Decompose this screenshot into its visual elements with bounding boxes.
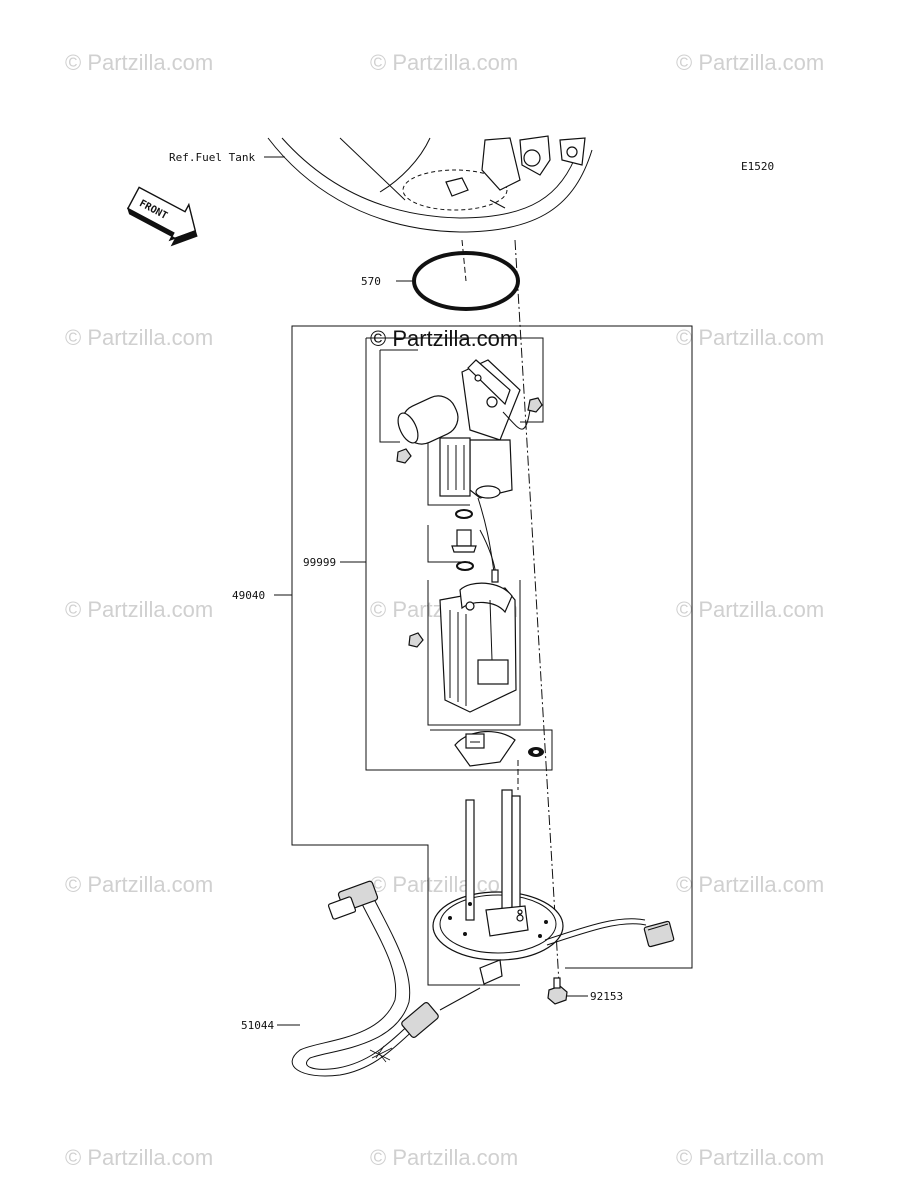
callout-bolt: 92153	[590, 990, 623, 1003]
watermark: © Partzilla.com	[370, 1145, 518, 1170]
gasket-ring	[412, 251, 520, 311]
check-valve	[451, 529, 477, 553]
nut-icon	[527, 397, 543, 413]
watermark: © Partzilla.com	[676, 872, 824, 897]
watermark: © Partzilla.com	[65, 597, 213, 622]
fuel-pump-body	[439, 582, 517, 713]
watermark: © Partzilla.com	[676, 325, 824, 350]
watermark: © Partzilla.com	[65, 325, 213, 350]
callout-fuel-tank: Ref.Fuel Tank	[169, 151, 255, 164]
watermark: © Partzilla.com	[65, 50, 213, 75]
nut-icon	[408, 632, 424, 648]
watermark-layer: © Partzilla.com © Partzilla.com © Partzi…	[65, 50, 824, 1170]
callout-gasket: 570	[361, 275, 381, 288]
wire-connector	[491, 569, 499, 583]
fuel-strainer	[454, 730, 516, 767]
o-ring-lower	[456, 561, 474, 571]
callout-sub-assembly: 99999	[303, 556, 336, 569]
watermark: © Partzilla.com	[370, 50, 518, 75]
fuel-hose	[291, 880, 439, 1077]
bracket-99999	[365, 337, 553, 771]
center-watermark: © Partzilla.com	[370, 326, 518, 351]
fuel-tank-reference	[267, 135, 593, 233]
watermark: © Partzilla.com	[676, 597, 824, 622]
o-ring-upper	[455, 509, 473, 519]
nut-icon	[396, 448, 412, 464]
bracket-49040	[291, 325, 693, 986]
watermark: © Partzilla.com	[676, 50, 824, 75]
watermark: © Partzilla.com	[676, 1145, 824, 1170]
diagram-ref-code: E1520	[741, 160, 774, 173]
pressure-regulator-assembly	[397, 359, 531, 581]
callout-pump-assembly: 49040	[232, 589, 265, 602]
watermark: © Partzilla.com	[65, 1145, 213, 1170]
washer-icon	[528, 747, 544, 757]
callout-hose: 51044	[241, 1019, 274, 1032]
pump-mounting-flange	[432, 789, 564, 985]
watermark: © Partzilla.com	[65, 872, 213, 897]
bolt-icon	[547, 977, 568, 1005]
wire-harness	[544, 918, 675, 948]
front-arrow-icon: FRONT	[126, 186, 198, 247]
